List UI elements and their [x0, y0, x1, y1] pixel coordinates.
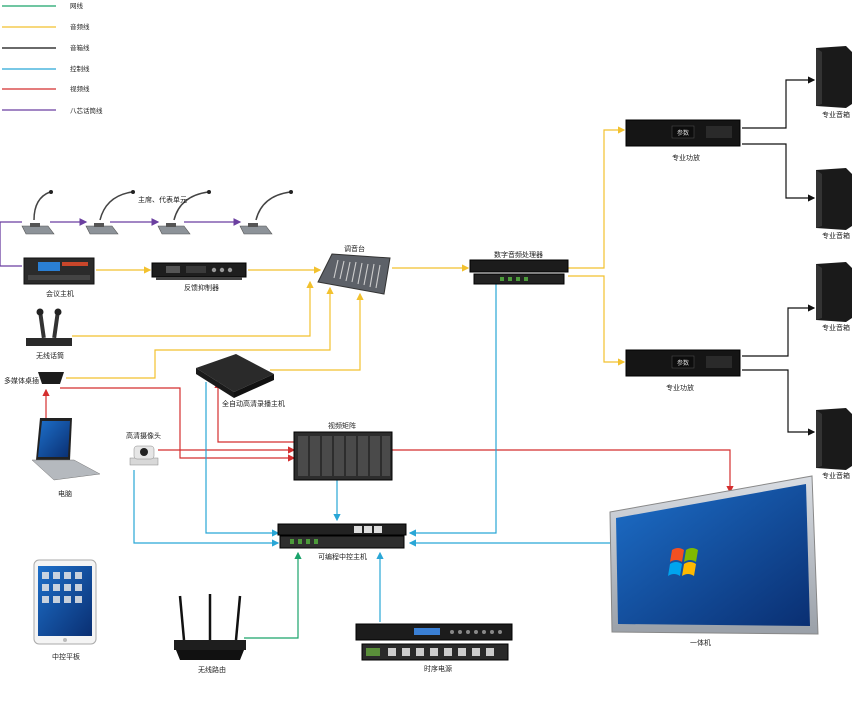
legend-item-audio: 音频线 — [2, 22, 90, 31]
amp-bottom-label: 专业功放 — [666, 383, 694, 392]
legend-label: 网线 — [70, 1, 84, 10]
gooseneck-microphone-icon — [85, 190, 135, 235]
legend-label: 音频线 — [70, 22, 90, 31]
hd-camera-label: 高清摄像头 — [126, 431, 161, 440]
speaker-label: 专业音箱 — [822, 323, 850, 332]
legend-item-control: 控制线 — [2, 64, 90, 73]
amp-display: 参数 — [677, 359, 689, 367]
gooseneck-microphone-icon — [157, 190, 211, 235]
legend-label: 控制线 — [70, 64, 90, 73]
gooseneck-microphone-icon — [239, 190, 293, 235]
legend-item-video: 视频线 — [2, 84, 90, 93]
video-cables — [42, 380, 734, 494]
tablet-icon: 中控平板 — [33, 559, 97, 661]
computer-label: 电脑 — [58, 489, 72, 498]
amplifier-top: 参数 专业功放 — [625, 119, 741, 162]
router-label: 无线路由 — [198, 665, 226, 674]
mixer: 调音台 — [317, 244, 391, 295]
feedback-suppressor: 反馈抑制器 — [151, 262, 247, 292]
conference-host-label: 会议主机 — [46, 289, 74, 298]
video-matrix-label: 视频矩阵 — [328, 421, 356, 430]
speaker-cables — [742, 76, 816, 436]
sequencer-label: 时序电源 — [424, 664, 452, 673]
sequencer: 时序电源 — [355, 623, 513, 673]
tablet-label: 中控平板 — [52, 652, 80, 661]
gooseneck-microphone-icon — [21, 190, 55, 235]
chair-units-label: 主席、代表单元 — [138, 195, 187, 204]
amp-display: 参数 — [677, 129, 689, 137]
wireless-mic-label: 无线话筒 — [36, 351, 64, 360]
legend: 网线 音频线 音箱线 控制线 视频线 八芯话筒线 — [2, 1, 103, 115]
legend-label: 音箱线 — [70, 43, 90, 52]
windows-logo-icon — [668, 548, 698, 576]
network-cable — [244, 551, 302, 639]
all-in-one-display: 一体机 — [609, 475, 819, 647]
laptop-icon: 电脑 — [31, 418, 101, 498]
ptz-camera-icon: 高清摄像头 — [126, 431, 161, 466]
wireless-mic: 无线话筒 — [26, 308, 72, 360]
multimedia-box-label: 多媒体桌插 — [4, 376, 39, 385]
feedback-suppressor-label: 反馈抑制器 — [184, 283, 219, 292]
cables — [0, 76, 816, 639]
conference-host: 会议主机 — [23, 257, 95, 298]
speaker-label: 专业音箱 — [822, 110, 850, 119]
speaker-cabinet-icon: 专业音箱 — [816, 168, 852, 240]
speaker-cabinet-icon: 专业音箱 — [816, 46, 852, 119]
legend-item-mic-cable: 八芯话筒线 — [2, 106, 103, 115]
audio-cables — [66, 126, 626, 379]
speaker-label: 专业音箱 — [822, 471, 850, 480]
dsp: 数字音频处理器 — [469, 250, 569, 285]
recorder-label: 全自动高清录播主机 — [222, 399, 285, 408]
central-control-label: 可编程中控主机 — [318, 552, 367, 561]
legend-label: 八芯话筒线 — [70, 106, 103, 115]
speaker-cabinet-icon: 专业音箱 — [816, 408, 852, 480]
video-matrix: 视频矩阵 — [293, 421, 393, 481]
amp-top-label: 专业功放 — [672, 153, 700, 162]
legend-label: 视频线 — [70, 84, 90, 93]
legend-item-speaker-cable: 音箱线 — [2, 43, 90, 52]
mic-cable-chain — [0, 218, 242, 267]
mixer-label: 调音台 — [344, 244, 365, 253]
legend-item-network: 网线 — [2, 1, 84, 10]
amplifier-bottom: 参数 专业功放 — [625, 349, 741, 392]
multimedia-box: 多媒体桌插 — [4, 372, 64, 385]
all-in-one-label: 一体机 — [690, 638, 711, 647]
speaker-label: 专业音箱 — [822, 231, 850, 240]
dsp-label: 数字音频处理器 — [494, 250, 543, 259]
speaker-cabinet-icon: 专业音箱 — [816, 262, 852, 332]
wireless-router-icon: 无线路由 — [174, 594, 246, 674]
control-cables — [133, 284, 610, 622]
central-control: 可编程中控主机 — [277, 523, 407, 561]
recorder: 全自动高清录播主机 — [196, 354, 285, 408]
